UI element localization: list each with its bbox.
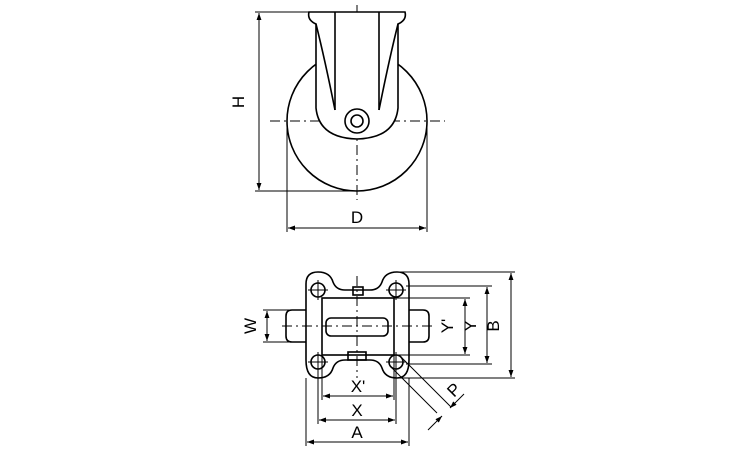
- plate-outline: [305, 271, 410, 379]
- mounting-hole-tr: [386, 280, 406, 300]
- p-arrow-right-stub: [455, 393, 465, 403]
- top-plate: [307, 11, 407, 140]
- label-x-prime: X': [351, 377, 366, 396]
- p-arrow-left: [435, 415, 443, 423]
- mounting-hole-tl: [308, 280, 328, 300]
- fork-right-curve: [378, 23, 399, 111]
- p-ext-1: [390, 366, 438, 414]
- label-w: W: [241, 318, 260, 334]
- fork-left-curve: [315, 23, 336, 111]
- label-p: P: [443, 379, 464, 400]
- label-d: D: [351, 208, 363, 227]
- label-y-prime: Y': [438, 319, 457, 334]
- p-ext-2: [400, 356, 452, 408]
- label-x: X: [351, 401, 362, 420]
- axle-inner: [350, 114, 364, 128]
- label-y: Y: [461, 320, 480, 331]
- label-a: A: [351, 423, 363, 442]
- tab-top: [352, 286, 364, 296]
- label-b: B: [484, 320, 503, 331]
- p-arrow-right: [449, 401, 457, 409]
- top-view: W X' X A Y' Y B: [241, 271, 515, 446]
- axle-outer: [344, 108, 370, 134]
- p-arrow-left-stub: [427, 421, 437, 431]
- side-view: H D: [229, 5, 445, 232]
- label-h: H: [229, 96, 248, 108]
